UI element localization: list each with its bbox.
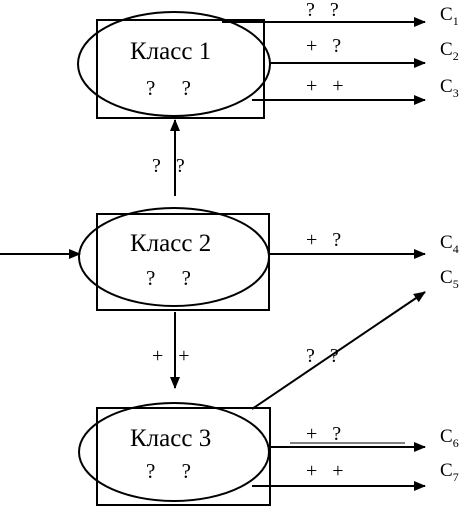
output-name-c7: C7 (440, 460, 459, 484)
output-label-c6: + ? (306, 423, 341, 445)
output-label-c5: ? ? (306, 345, 339, 367)
output-label-c3: + + (306, 75, 344, 97)
class-3-box (96, 407, 271, 506)
output-label-c7: + + (306, 460, 344, 482)
class-3-marks: ? ? (146, 459, 191, 483)
class-2-marks: ? ? (146, 266, 191, 290)
label-class2-to-class1: ? ? (152, 155, 185, 177)
output-name-c4: C4 (440, 232, 459, 256)
class-2-label: Класс 2 (130, 230, 211, 257)
output-name-c1: C1 (440, 4, 459, 28)
output-arrow-c5 (251, 291, 426, 410)
class-2-ellipse (78, 207, 270, 307)
output-name-c5: C5 (440, 267, 459, 291)
class-1-node: Класс 1 ? ? (77, 11, 271, 119)
output-name-c6: C6 (440, 426, 459, 450)
class-3-ellipse (78, 402, 270, 502)
output-label-c2: + ? (306, 35, 341, 57)
label-class2-to-class3: + + (152, 345, 190, 367)
output-label-c1: ? ? (306, 0, 339, 21)
class-2-box (96, 213, 270, 311)
class-3-label: Класс 3 (130, 425, 211, 452)
class-2-node: Класс 2 ? ? (78, 207, 270, 311)
output-name-c3: C3 (440, 76, 459, 100)
output-name-c2: C2 (440, 39, 459, 63)
class-3-node: Класс 3 ? ? (78, 402, 271, 506)
class-1-marks: ? ? (146, 76, 191, 100)
class-1-box (96, 19, 265, 119)
class-1-label: Класс 1 (130, 38, 211, 65)
output-label-c4: + ? (306, 229, 341, 251)
